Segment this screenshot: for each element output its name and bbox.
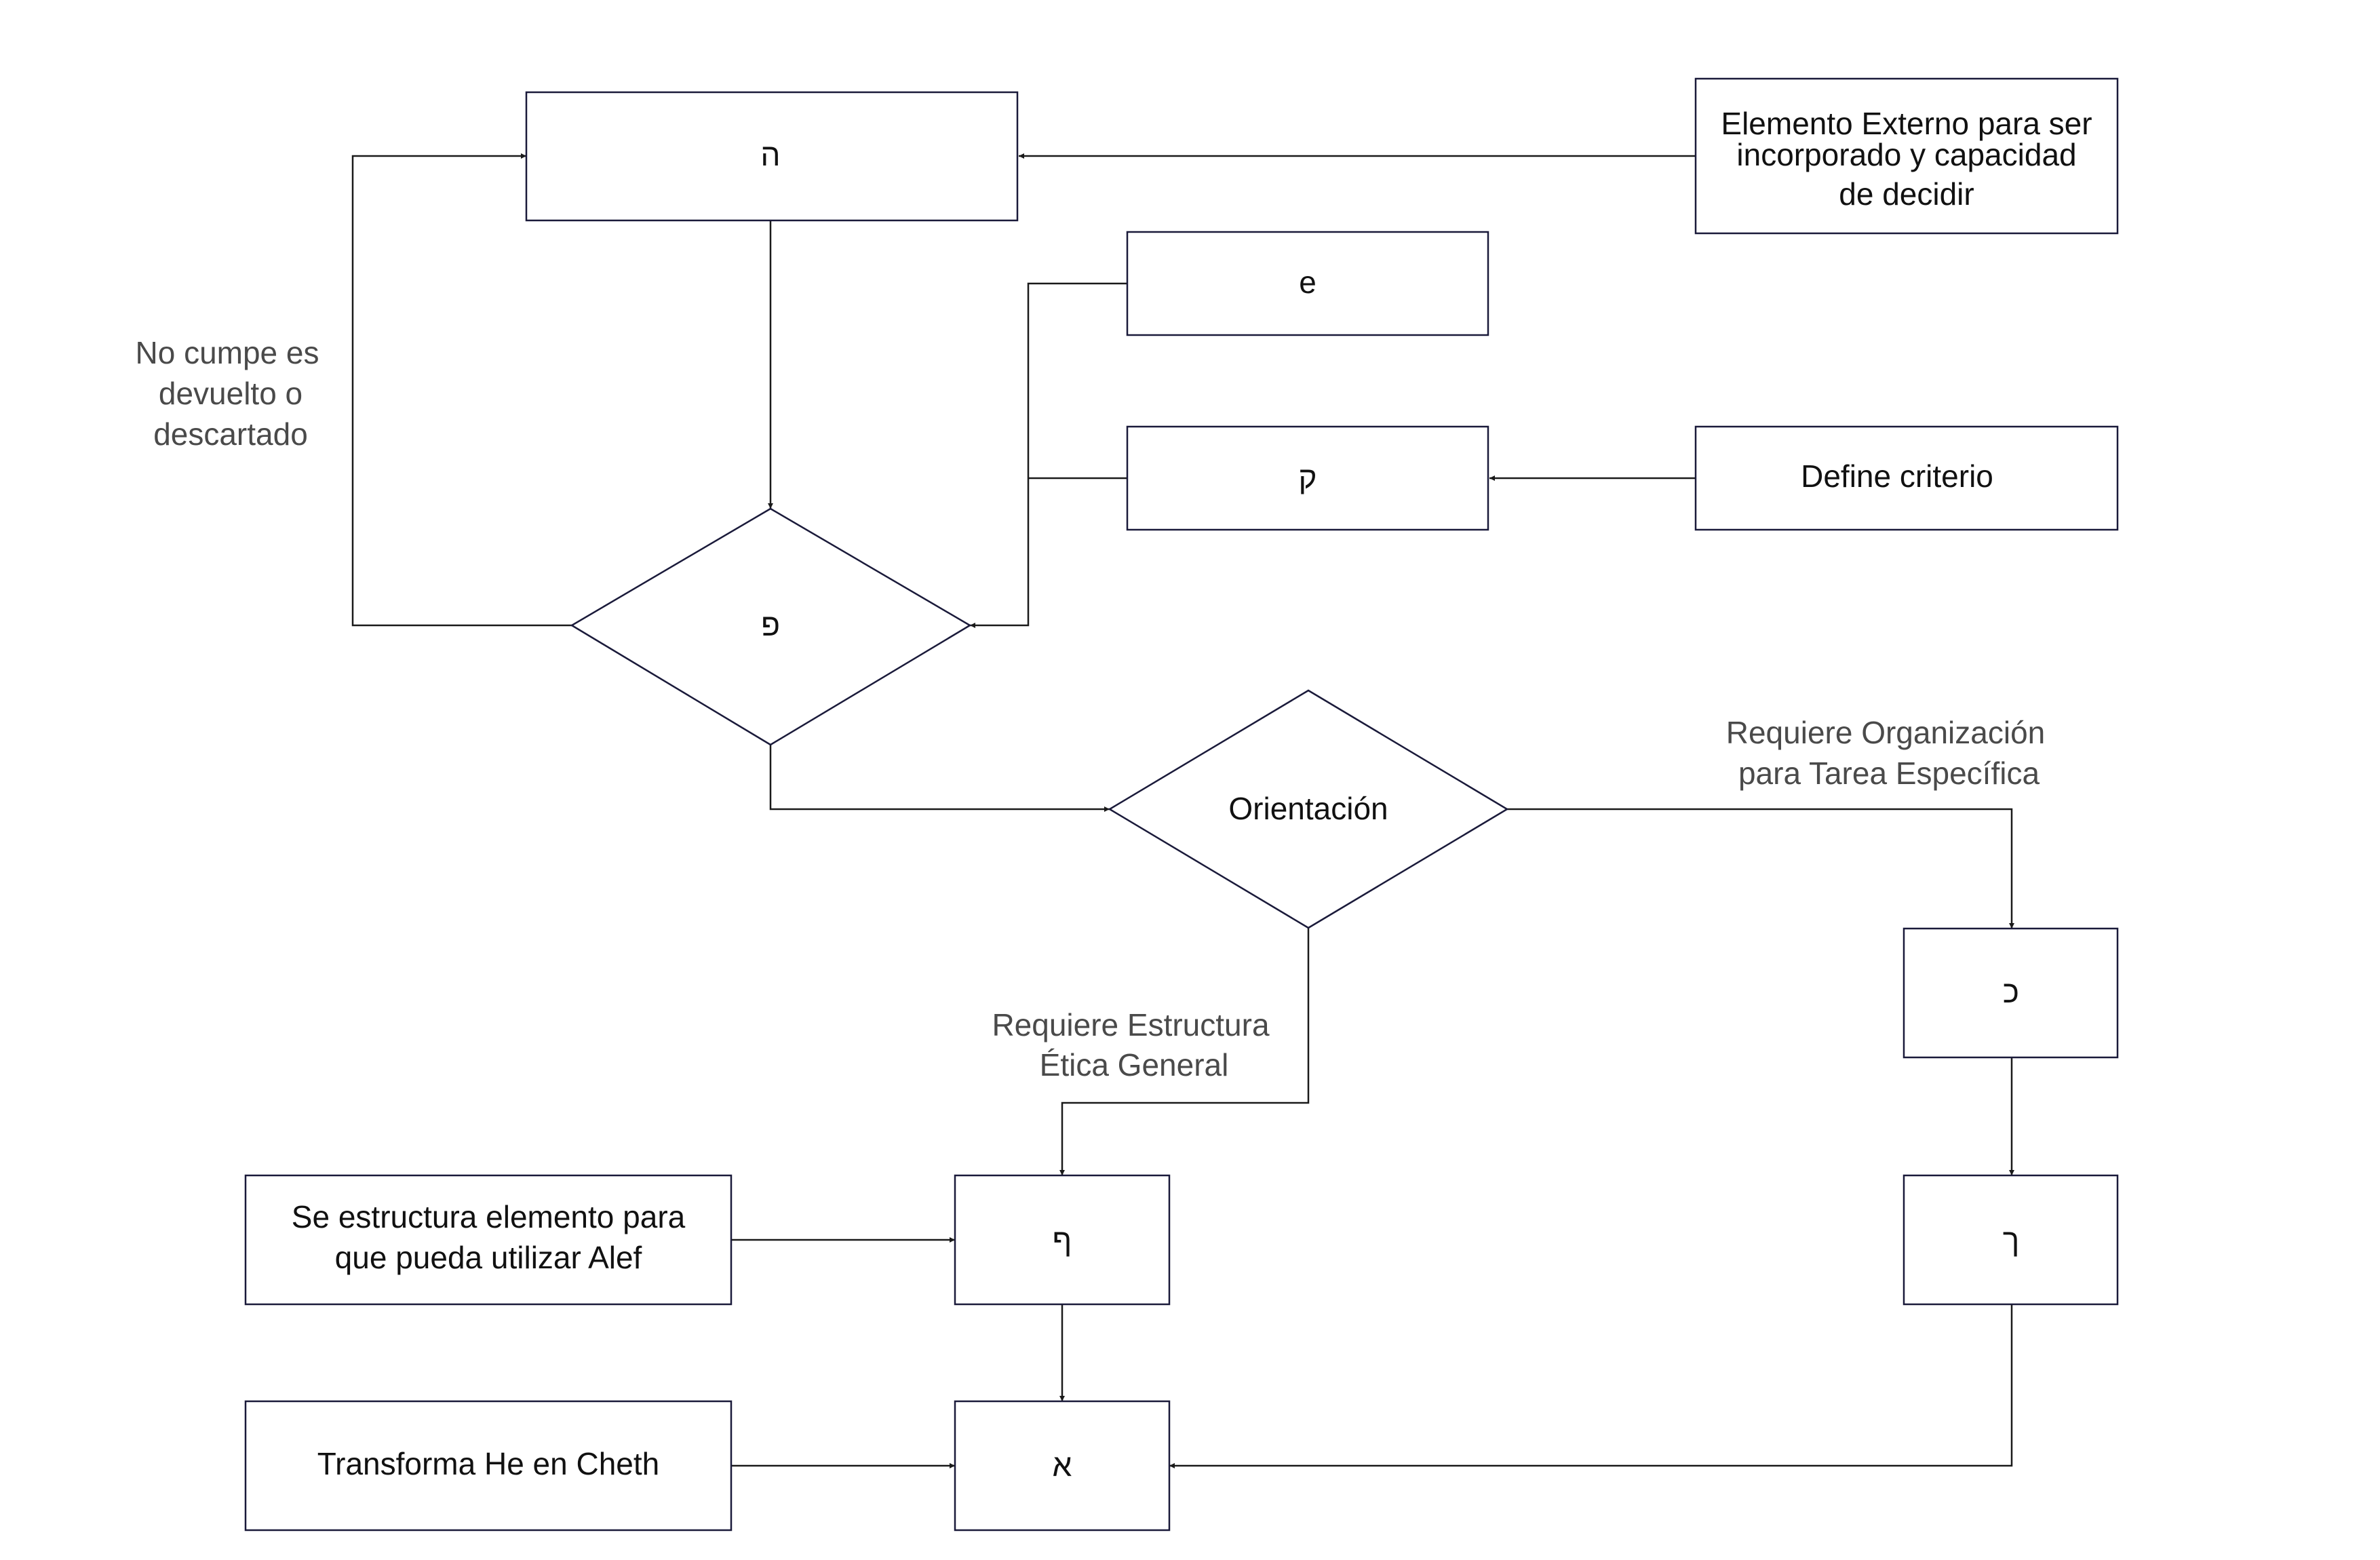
node-e-label: e [1299,265,1316,300]
edge-label-no-cumple-line-2: devuelto o [159,376,303,411]
node-qof[interactable]: ק [1126,425,1489,531]
node-pe-label: פ [761,607,780,642]
edge-pe-to-he-loop [351,153,572,627]
node-externo-line-1: Elemento Externo para ser [1721,106,2092,141]
node-final-pe[interactable]: ף [954,1174,1171,1306]
edge-label-no-cumple-line-1: No cumpe es [135,335,319,370]
edge-label-etica-line-2: Ética General [1040,1047,1229,1083]
node-transforma-label: Transforma He en Cheth [317,1446,660,1481]
node-transforma[interactable]: Transforma He en Cheth [244,1400,733,1532]
node-kaf[interactable]: כ [1903,927,2119,1059]
node-alef-label: א [1053,1447,1072,1483]
node-criterio[interactable]: Define criterio [1694,425,2119,531]
node-estructura-line-2: que pueda utilizar Alef [335,1240,642,1275]
node-e[interactable]: e [1126,231,1489,336]
node-externo-line-3: de decidir [1839,176,1974,212]
node-orientacion-label: Orientación [1228,791,1388,826]
edge-orientacion-to-final-pe [1059,928,1310,1175]
node-estructura[interactable]: Se estructura elemento para que pueda ut… [244,1174,733,1306]
edge-label-no-cumple: No cumpe es devuelto o descartado [135,335,319,452]
edge-pe-to-orientacion [769,745,1110,812]
edge-resh-to-alef [1169,1304,2013,1468]
node-orientacion-decision[interactable]: Orientación [1108,689,1509,929]
node-kaf-label: כ [2003,974,2019,1009]
edge-label-organizacion-line-2: para Tarea Específica [1738,756,2040,791]
node-final-pe-label: ף [1053,1222,1072,1257]
node-he[interactable]: ה [525,91,1019,222]
node-criterio-label: Define criterio [1801,459,1993,494]
edge-label-etica-line-1: Requiere Estructura [992,1007,1269,1042]
node-externo-line-2: incorporado y capacidad [1736,137,2076,172]
edge-label-no-cumple-line-3: descartado [153,416,308,452]
node-estructura-line-1: Se estructura elemento para [292,1199,686,1234]
node-he-label: ה [760,137,780,172]
node-alef[interactable]: א [954,1400,1171,1532]
edge-label-organizacion-line-1: Requiere Organización [1726,715,2046,750]
node-qof-label: ק [1298,460,1316,495]
edge-orientacion-to-kaf [1507,808,2014,929]
edge-e-to-pe [970,282,1127,628]
node-pe-decision[interactable]: פ [570,507,972,746]
edge-label-organizacion: Requiere Organización para Tarea Específ… [1726,715,2046,791]
edge-label-etica: Requiere Estructura Ética General [992,1007,1269,1083]
node-resh-label: ך [2003,1222,2020,1257]
node-resh[interactable]: ך [1903,1174,2119,1306]
node-externo[interactable]: Elemento Externo para ser incorporado y … [1694,77,2119,235]
